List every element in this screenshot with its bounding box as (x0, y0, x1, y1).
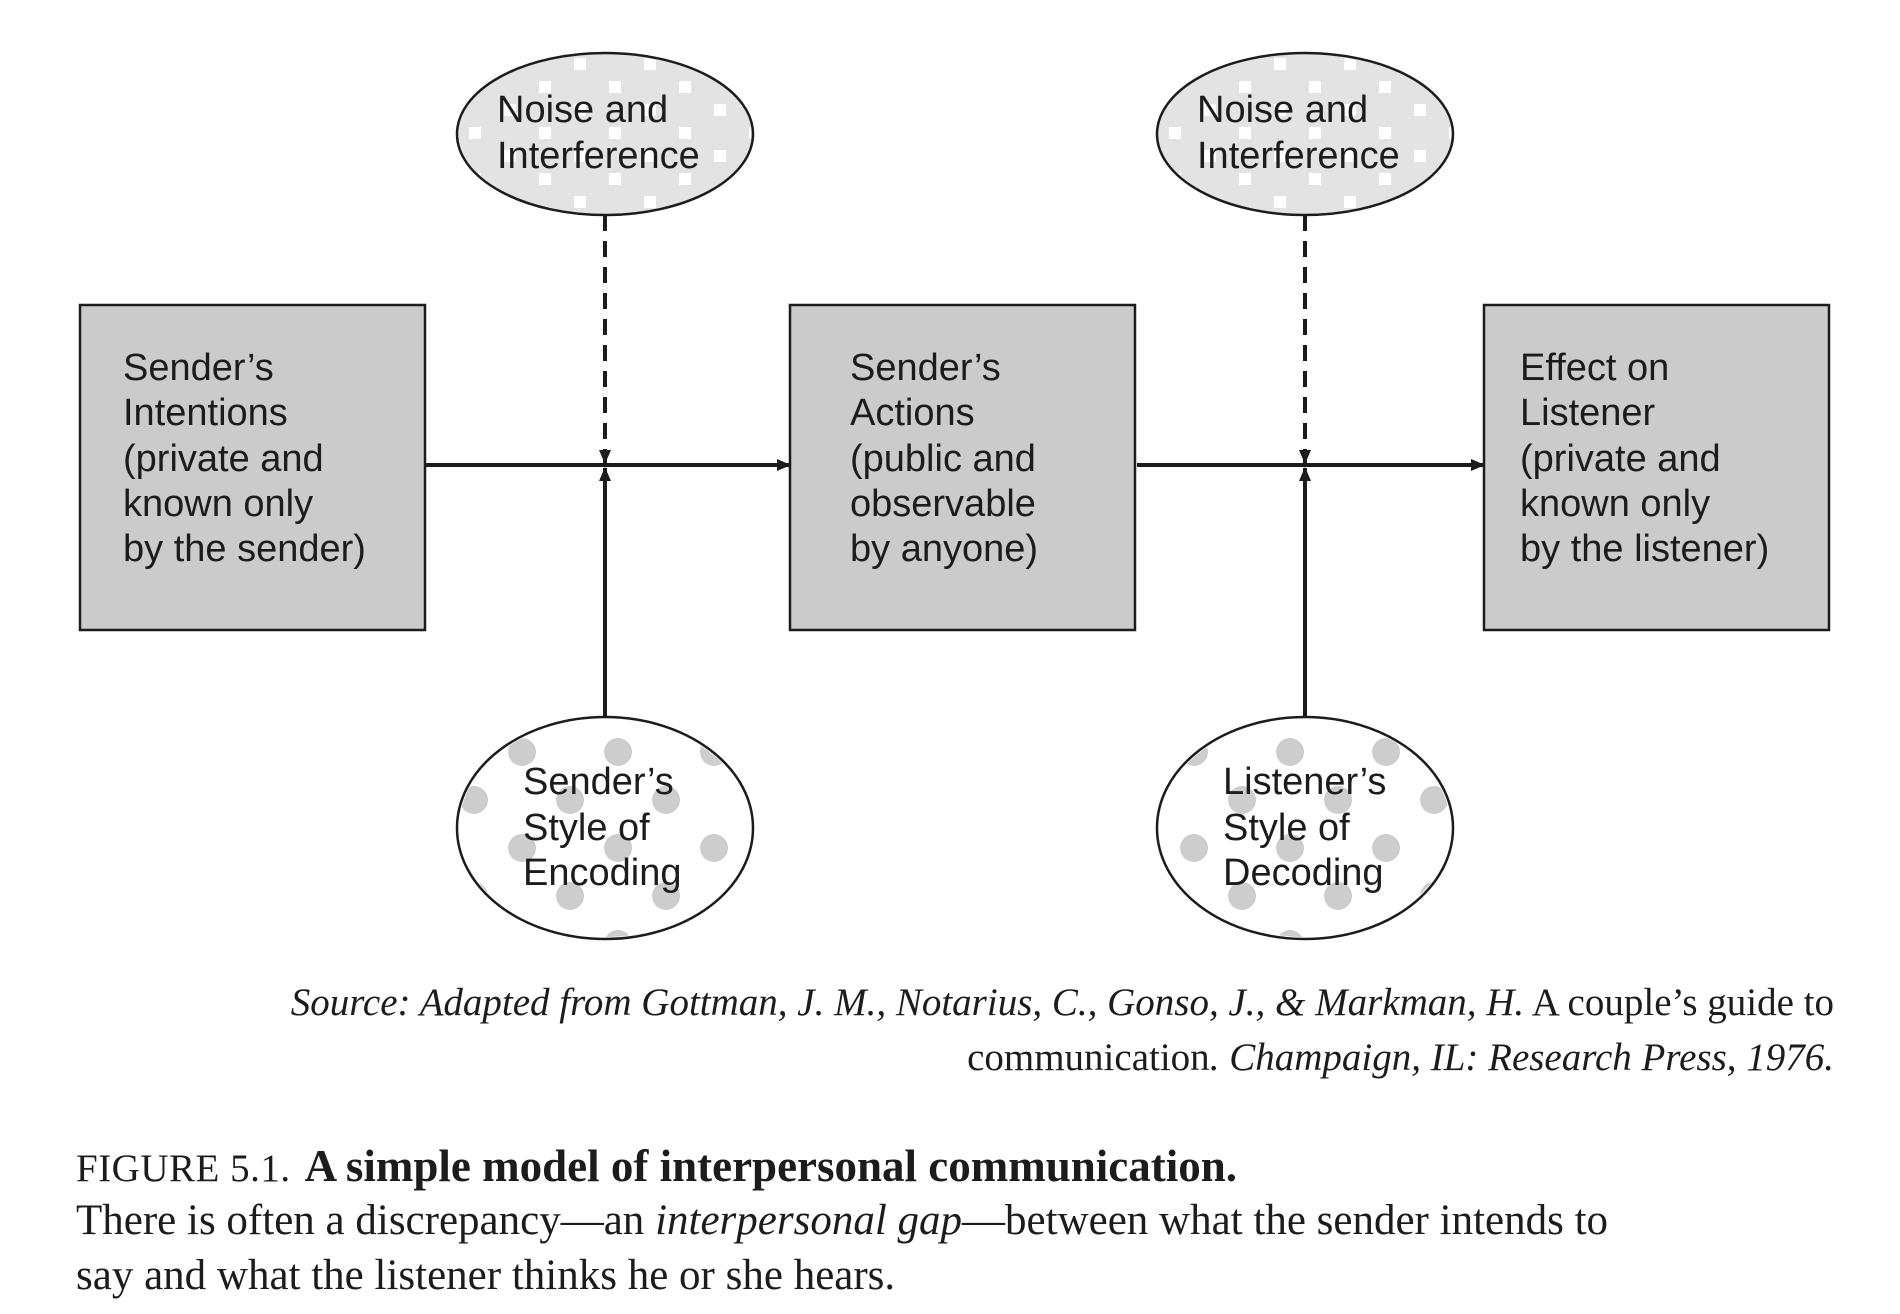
encoding-line-1: Sender’s (523, 761, 674, 803)
encoding-text: Sender’s Style of Encoding (523, 761, 684, 894)
actions-line-1: Sender’s (850, 347, 1001, 389)
caption-body-1b: interpersonal gap (655, 1197, 963, 1244)
noise-label-right: Noise and Interference (1197, 89, 1400, 177)
encoding-line-3: Encoding (523, 852, 681, 894)
effect-line-3: (private and (1520, 438, 1721, 480)
intentions-line-3: (private and (123, 438, 324, 480)
caption-body-1a: There is often a discrepancy—an (76, 1197, 656, 1244)
effect-line-2: Listener (1520, 392, 1656, 434)
caption-body-1c: —between what the sender intends to (962, 1197, 1609, 1244)
figure-title: A simple model of interpersonal communic… (304, 1141, 1238, 1191)
effect-line-4: known only (1520, 483, 1710, 525)
box-sender-intentions (78, 303, 427, 632)
intentions-line-5: by the sender) (123, 528, 366, 570)
intentions-text: Sender’s Intentions (private and known o… (123, 347, 366, 570)
noise-right-line-2: Interference (1197, 135, 1400, 177)
intentions-line-2: Intentions (123, 392, 288, 434)
encoding-ellipse-texture (459, 719, 751, 937)
effect-text: Effect on Listener (private and known on… (1520, 347, 1769, 570)
caption-body-line-1: There is often a discrepancy—an interper… (76, 1196, 1608, 1245)
actions-line-4: observable (850, 483, 1036, 525)
figure-label: FIGURE 5.1. (76, 1147, 291, 1190)
source-title-part-1: A couple’s guide to (1524, 981, 1834, 1024)
source-publisher: . Champaign, IL: Research Press, 1976. (1209, 1036, 1834, 1079)
noise-left-line-1: Noise and (497, 89, 668, 131)
actions-line-2: Actions (850, 392, 975, 434)
source-line-1: Source: Adapted from Gottman, J. M., Not… (291, 980, 1834, 1025)
actions-line-3: (public and (850, 438, 1036, 480)
source-authors: Source: Adapted from Gottman, J. M., Not… (290, 981, 1525, 1024)
effect-line-5: by the listener) (1520, 528, 1769, 570)
decoding-line-1: Listener’s (1223, 761, 1386, 803)
effect-line-1: Effect on (1520, 347, 1669, 389)
decoding-line-3: Decoding (1223, 852, 1384, 894)
source-line-2: communication. Champaign, IL: Research P… (967, 1035, 1834, 1080)
figure-caption-heading: FIGURE 5.1. A simple model of interperson… (76, 1140, 1237, 1192)
intentions-line-1: Sender’s (123, 347, 274, 389)
noise-right-line-1: Noise and (1197, 89, 1368, 131)
decoding-text: Listener’s Style of Decoding (1223, 761, 1397, 894)
noise-ellipse-left-texture (459, 55, 751, 213)
actions-text: Sender’s Actions (public and observable … (850, 347, 1046, 570)
decoding-line-2: Style of (1223, 807, 1350, 849)
box-sender-actions (788, 303, 1137, 632)
source-title-part-2: communication (967, 1036, 1210, 1079)
noise-left-line-2: Interference (497, 135, 700, 177)
decoding-ellipse-texture (1159, 719, 1451, 937)
noise-label-left: Noise and Interference (497, 89, 700, 177)
actions-line-5: by anyone) (850, 528, 1038, 570)
caption-body-line-2: say and what the listener thinks he or s… (76, 1252, 896, 1299)
box-effect-on-listener (1482, 303, 1831, 632)
intentions-line-4: known only (123, 483, 313, 525)
encoding-line-2: Style of (523, 807, 650, 849)
noise-ellipse-right-texture (1159, 55, 1451, 213)
